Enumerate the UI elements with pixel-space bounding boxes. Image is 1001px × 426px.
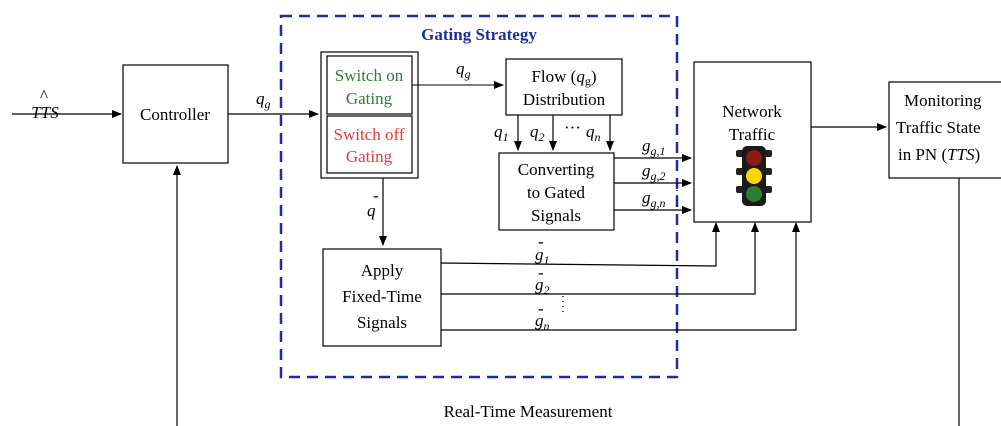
qbar-bar: - bbox=[373, 186, 379, 205]
gbar1-label: g1 bbox=[535, 245, 550, 267]
red-light-icon bbox=[746, 150, 762, 166]
gating-strategy-region bbox=[279, 14, 679, 379]
controller-block bbox=[122, 64, 229, 164]
yellow-light-icon bbox=[746, 168, 762, 184]
controller-label: Controller bbox=[140, 105, 210, 124]
switch-off-label: Switch off bbox=[334, 125, 405, 144]
gbar2-bar: - bbox=[538, 263, 544, 282]
ggn-label: gg,n bbox=[642, 188, 666, 210]
switch-off-label: Gating bbox=[346, 147, 393, 166]
network-label: Network bbox=[722, 102, 782, 121]
q2-label: q2 bbox=[530, 122, 545, 144]
green-light-icon bbox=[746, 186, 762, 202]
monitoring-label: in PN (TTS) bbox=[898, 145, 980, 164]
apply-label: Apply bbox=[361, 261, 404, 280]
monitoring-label: Monitoring bbox=[904, 91, 982, 110]
traffic-light-icon bbox=[736, 146, 772, 206]
switch-on-label: Switch on bbox=[335, 66, 404, 85]
qbar-symbol: q bbox=[367, 201, 376, 220]
q-dots: ··· bbox=[564, 118, 581, 137]
gbarn-label: gn bbox=[535, 311, 550, 333]
flow-distribution-label: Distribution bbox=[523, 90, 606, 109]
converting-label: Converting bbox=[518, 160, 595, 179]
qn-label: qn bbox=[586, 122, 601, 144]
flow-distribution-block bbox=[505, 58, 623, 116]
gbarn-arrow bbox=[441, 222, 800, 331]
controller-output-symbol: qg bbox=[256, 89, 271, 111]
input-tts-label: TTS bbox=[31, 103, 59, 122]
apply-label: Signals bbox=[357, 313, 407, 332]
converting-label: to Gated bbox=[527, 183, 586, 202]
gbarn-bar: - bbox=[538, 299, 544, 318]
gbar1-arrow bbox=[440, 222, 720, 267]
switch-on-gating-box bbox=[326, 55, 413, 115]
switch-off-gating-box bbox=[326, 115, 413, 174]
gbar1-bar: - bbox=[538, 232, 544, 251]
gg1-label: gg,1 bbox=[642, 136, 666, 158]
apply-fixed-time-block bbox=[322, 248, 442, 347]
gbar2-arrow bbox=[441, 222, 759, 295]
monitoring-label: Traffic State bbox=[896, 118, 981, 137]
converting-block bbox=[498, 152, 615, 231]
apply-label: Fixed-Time bbox=[342, 287, 422, 306]
input-tts-hat: ^ bbox=[40, 86, 48, 105]
flow-distribution-label: Flow (qg) bbox=[531, 67, 596, 88]
gating-strategy-title: Gating Strategy bbox=[421, 25, 537, 44]
switch-on-label: Gating bbox=[346, 89, 393, 108]
q1-label: q1 bbox=[494, 122, 509, 144]
switch-output-symbol: qg bbox=[456, 59, 471, 81]
converting-label: Signals bbox=[531, 206, 581, 225]
measurement-label: Real-Time Measurement bbox=[444, 402, 613, 421]
network-label: Traffic bbox=[729, 125, 776, 144]
gg2-label: gg,2 bbox=[642, 161, 666, 183]
gbar2-label: g2 bbox=[535, 275, 550, 297]
monitoring-block bbox=[888, 81, 1001, 179]
